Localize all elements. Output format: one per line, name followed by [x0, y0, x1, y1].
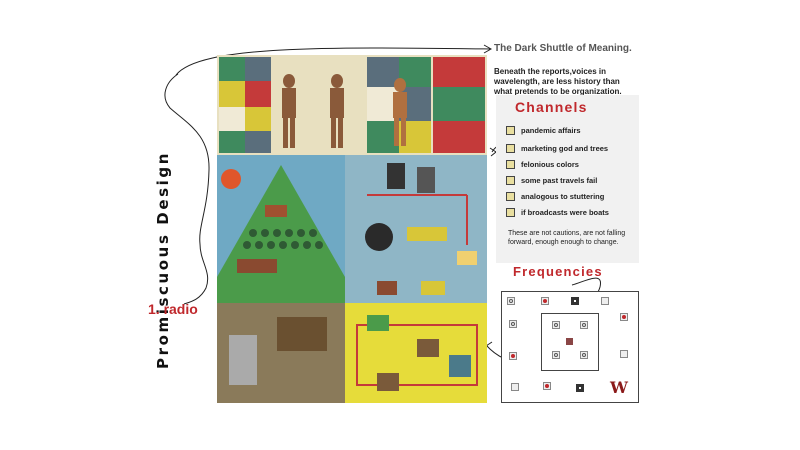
frequency-icon[interactable] — [571, 297, 579, 305]
frequencies-panel — [501, 291, 639, 403]
channels-panel — [496, 95, 639, 263]
channel-label: marketing god and trees — [521, 143, 609, 153]
frequencies-heading: Frequencies — [513, 264, 603, 279]
channel-checkbox[interactable] — [506, 143, 515, 153]
frequency-icon[interactable] — [580, 321, 588, 329]
vertical-title: Promiscuous Design — [143, 118, 183, 403]
frequency-icon[interactable] — [601, 297, 609, 305]
channel-checkbox[interactable] — [506, 191, 515, 201]
channel-label: some past travels fail — [521, 175, 598, 185]
radio-label: 1. radio — [148, 301, 198, 317]
collage-art — [217, 55, 487, 403]
frequency-icon[interactable] — [552, 351, 560, 359]
channel-checkbox[interactable] — [506, 175, 515, 185]
top-arrow-head — [483, 44, 493, 54]
illustration-collage — [217, 55, 487, 403]
channel-checkbox[interactable] — [506, 159, 515, 169]
channel-item-if-broadcasts-were-boats[interactable]: if broadcasts were boats — [506, 206, 609, 218]
frequency-icon[interactable] — [511, 383, 519, 391]
channel-item-pandemic-affairs[interactable]: pandemic affairs — [506, 124, 581, 136]
channel-item-marketing-god-and-trees[interactable]: marketing god and trees — [506, 142, 608, 154]
frequency-icon[interactable] — [509, 352, 517, 360]
channels-heading: Channels — [515, 99, 588, 115]
page-title: The Dark Shuttle of Meaning. — [494, 43, 632, 54]
subtitle-text: Beneath the reports,voices in wavelength… — [494, 67, 622, 96]
figure-group — [282, 74, 344, 148]
frequency-icon[interactable] — [576, 384, 584, 392]
channel-checkbox[interactable] — [506, 207, 515, 217]
channel-item-analogous-to-stuttering[interactable]: analogous to stuttering — [506, 190, 604, 202]
w-logo: W — [610, 378, 628, 397]
frequency-icon[interactable] — [620, 313, 628, 321]
frequencies-inner-box — [541, 313, 599, 371]
frequency-icon[interactable] — [507, 297, 515, 305]
frequency-center-square[interactable] — [566, 338, 573, 345]
frequency-icon[interactable] — [543, 382, 551, 390]
dairy-panel — [345, 303, 487, 403]
frequency-icon[interactable] — [580, 351, 588, 359]
channel-item-felonious-colors[interactable]: felonious colors — [506, 158, 579, 170]
top-arrow-line — [175, 47, 491, 76]
channel-label: if broadcasts were boats — [521, 207, 609, 217]
channel-item-some-past-travels-fail[interactable]: some past travels fail — [506, 174, 597, 186]
channel-checkbox[interactable] — [506, 125, 515, 135]
vertical-title-text: Promiscuous Design — [154, 150, 172, 370]
frequency-icon[interactable] — [552, 321, 560, 329]
frequency-icon[interactable] — [541, 297, 549, 305]
channels-note: These are not cautions, are not falling … — [508, 230, 626, 246]
channel-label: analogous to stuttering — [521, 191, 605, 201]
channel-label: pandemic affairs — [521, 125, 581, 135]
frequency-icon[interactable] — [620, 350, 628, 358]
left-scribble-line — [164, 73, 210, 305]
channel-label: felonious colors — [521, 159, 579, 169]
frequency-icon[interactable] — [509, 320, 517, 328]
